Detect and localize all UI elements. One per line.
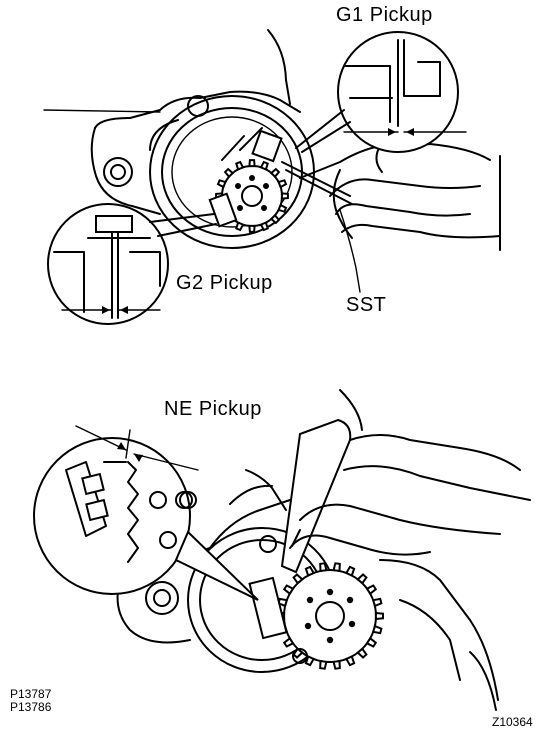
gear-tooth [319, 562, 328, 573]
gear-tooth [259, 160, 269, 171]
gear-tooth [356, 573, 368, 585]
bolt-icon [292, 648, 308, 664]
gear-tooth [282, 584, 295, 596]
bolt-icon [175, 491, 193, 509]
sst-label: SST [346, 294, 387, 316]
g1-pickup-label: G1 Pickup [336, 4, 433, 26]
gear-tooth [259, 221, 269, 232]
gear-tooth [292, 573, 304, 585]
figure-code: Z10364 [492, 715, 533, 729]
gear-tooth [223, 167, 235, 179]
gear-tooth [282, 636, 295, 648]
gear-tooth [365, 584, 378, 596]
g2-pickup-label: G2 Pickup [176, 272, 273, 294]
gear-tooth [374, 611, 384, 621]
gear-tooth [277, 597, 289, 608]
gear-tooth [304, 565, 316, 577]
ne-pickup-label: NE Pickup [164, 398, 262, 420]
reference-code: P13787 [10, 687, 52, 701]
gear-tooth [248, 224, 256, 233]
gear-tooth [371, 624, 383, 635]
gear-tooth [332, 562, 341, 573]
gear-tooth [365, 636, 378, 648]
gear-tooth [277, 179, 288, 189]
feeler-gauge-hand-top [281, 143, 501, 293]
gear-tooth [277, 203, 288, 213]
g2-pickup-detail-circle [47, 203, 217, 325]
feeler-gauge-hand-bottom [229, 389, 531, 574]
ne-signal-rotor [248, 562, 384, 670]
gear-tooth [269, 167, 281, 179]
gear-tooth [356, 647, 368, 659]
reference-codes: P13787 P13786 [10, 688, 51, 714]
gear-tooth [248, 159, 256, 168]
gear-tooth [235, 160, 245, 171]
gear-tooth [304, 655, 316, 667]
gear-tooth [371, 597, 383, 608]
signal-rotor-top [208, 127, 289, 233]
gear-tooth [216, 179, 227, 189]
gear-tooth [235, 221, 245, 232]
reference-code: P13786 [10, 700, 52, 714]
g1-pickup-detail-circle [295, 31, 467, 153]
gear-tooth [269, 213, 281, 225]
ne-pickup-detail-circle [33, 425, 259, 601]
gear-tooth [319, 659, 328, 670]
gear-tooth [344, 565, 356, 577]
gear-tooth [332, 659, 341, 670]
gear-tooth [344, 655, 356, 667]
gear-tooth [280, 192, 289, 200]
